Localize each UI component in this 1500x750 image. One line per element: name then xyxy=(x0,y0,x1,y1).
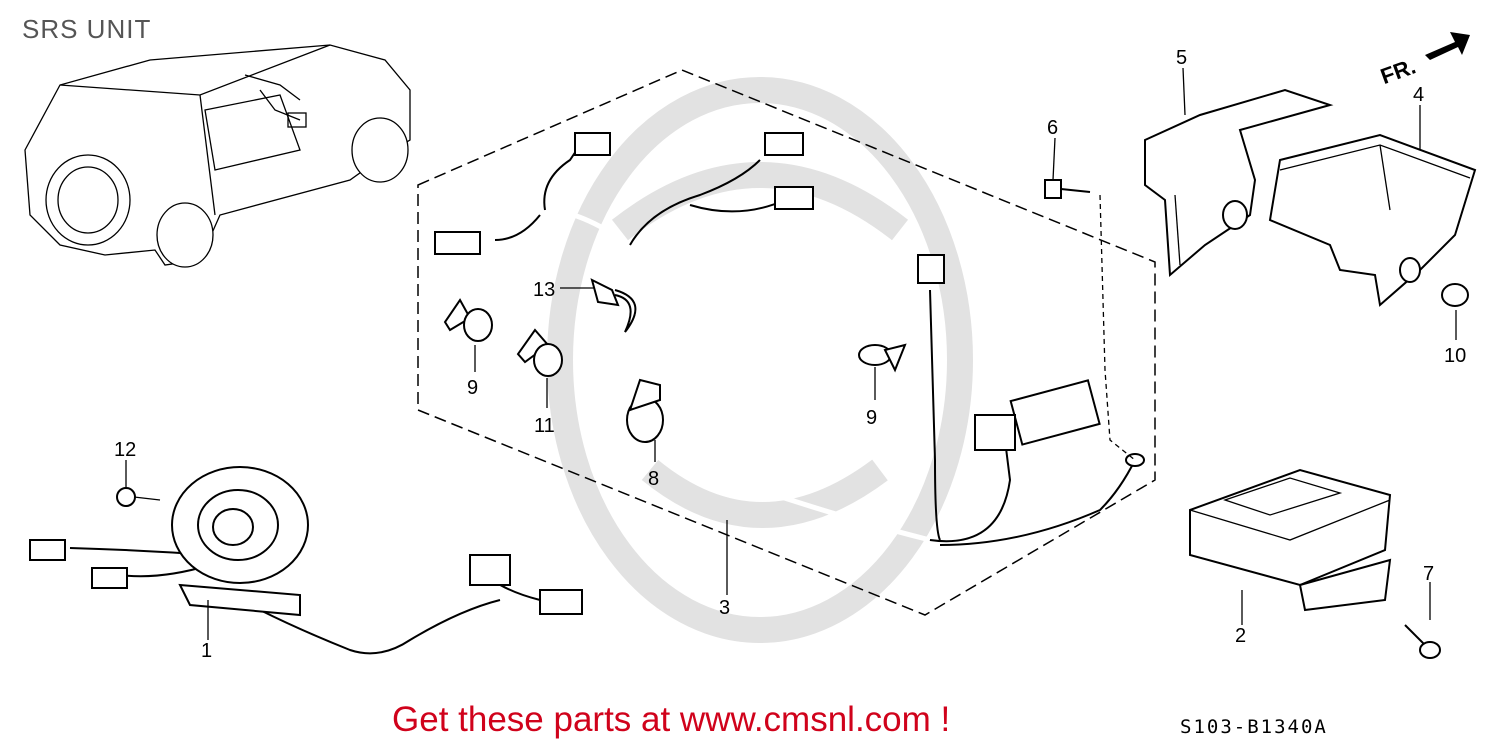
nut-10 xyxy=(1441,283,1469,307)
callout-11: 11 xyxy=(534,415,555,437)
callout-5: 5 xyxy=(1176,47,1187,69)
cover-4 xyxy=(1268,133,1477,307)
callout-8: 8 xyxy=(648,468,659,490)
callout-9-right: 9 xyxy=(866,407,877,429)
cable-reel xyxy=(29,466,583,655)
callout-4: 4 xyxy=(1413,84,1424,106)
main-harness xyxy=(434,132,1145,546)
front-direction-arrow: FR. xyxy=(1377,32,1470,89)
vehicle-illustration xyxy=(24,44,411,268)
footer-link-text[interactable]: Get these parts at www.cmsnl.com ! xyxy=(392,700,951,739)
screw-12 xyxy=(116,487,161,507)
diagram-code: S103-B1340A xyxy=(1180,716,1328,738)
cover-5 xyxy=(1144,88,1334,278)
callout-2: 2 xyxy=(1235,625,1246,647)
bolt-6 xyxy=(1044,179,1091,199)
srs-control-unit xyxy=(1189,468,1392,612)
callout-9-left: 9 xyxy=(467,377,478,399)
clip-11 xyxy=(516,328,563,377)
callout-13: 13 xyxy=(533,279,555,301)
clip-9-left xyxy=(443,298,493,342)
clip-13 xyxy=(590,278,637,333)
diagram-title: SRS UNIT xyxy=(22,14,152,44)
callout-12: 12 xyxy=(114,439,136,461)
callout-1: 1 xyxy=(201,640,212,662)
bolt-7 xyxy=(1404,624,1441,659)
callout-3: 3 xyxy=(719,597,730,619)
callout-6: 6 xyxy=(1047,117,1058,139)
callout-10: 10 xyxy=(1444,345,1466,367)
leader-lines xyxy=(125,67,1457,640)
harness-group-outline xyxy=(417,69,1156,616)
band-8 xyxy=(626,378,664,443)
clip-9-right xyxy=(858,343,907,373)
callout-7: 7 xyxy=(1423,563,1434,585)
